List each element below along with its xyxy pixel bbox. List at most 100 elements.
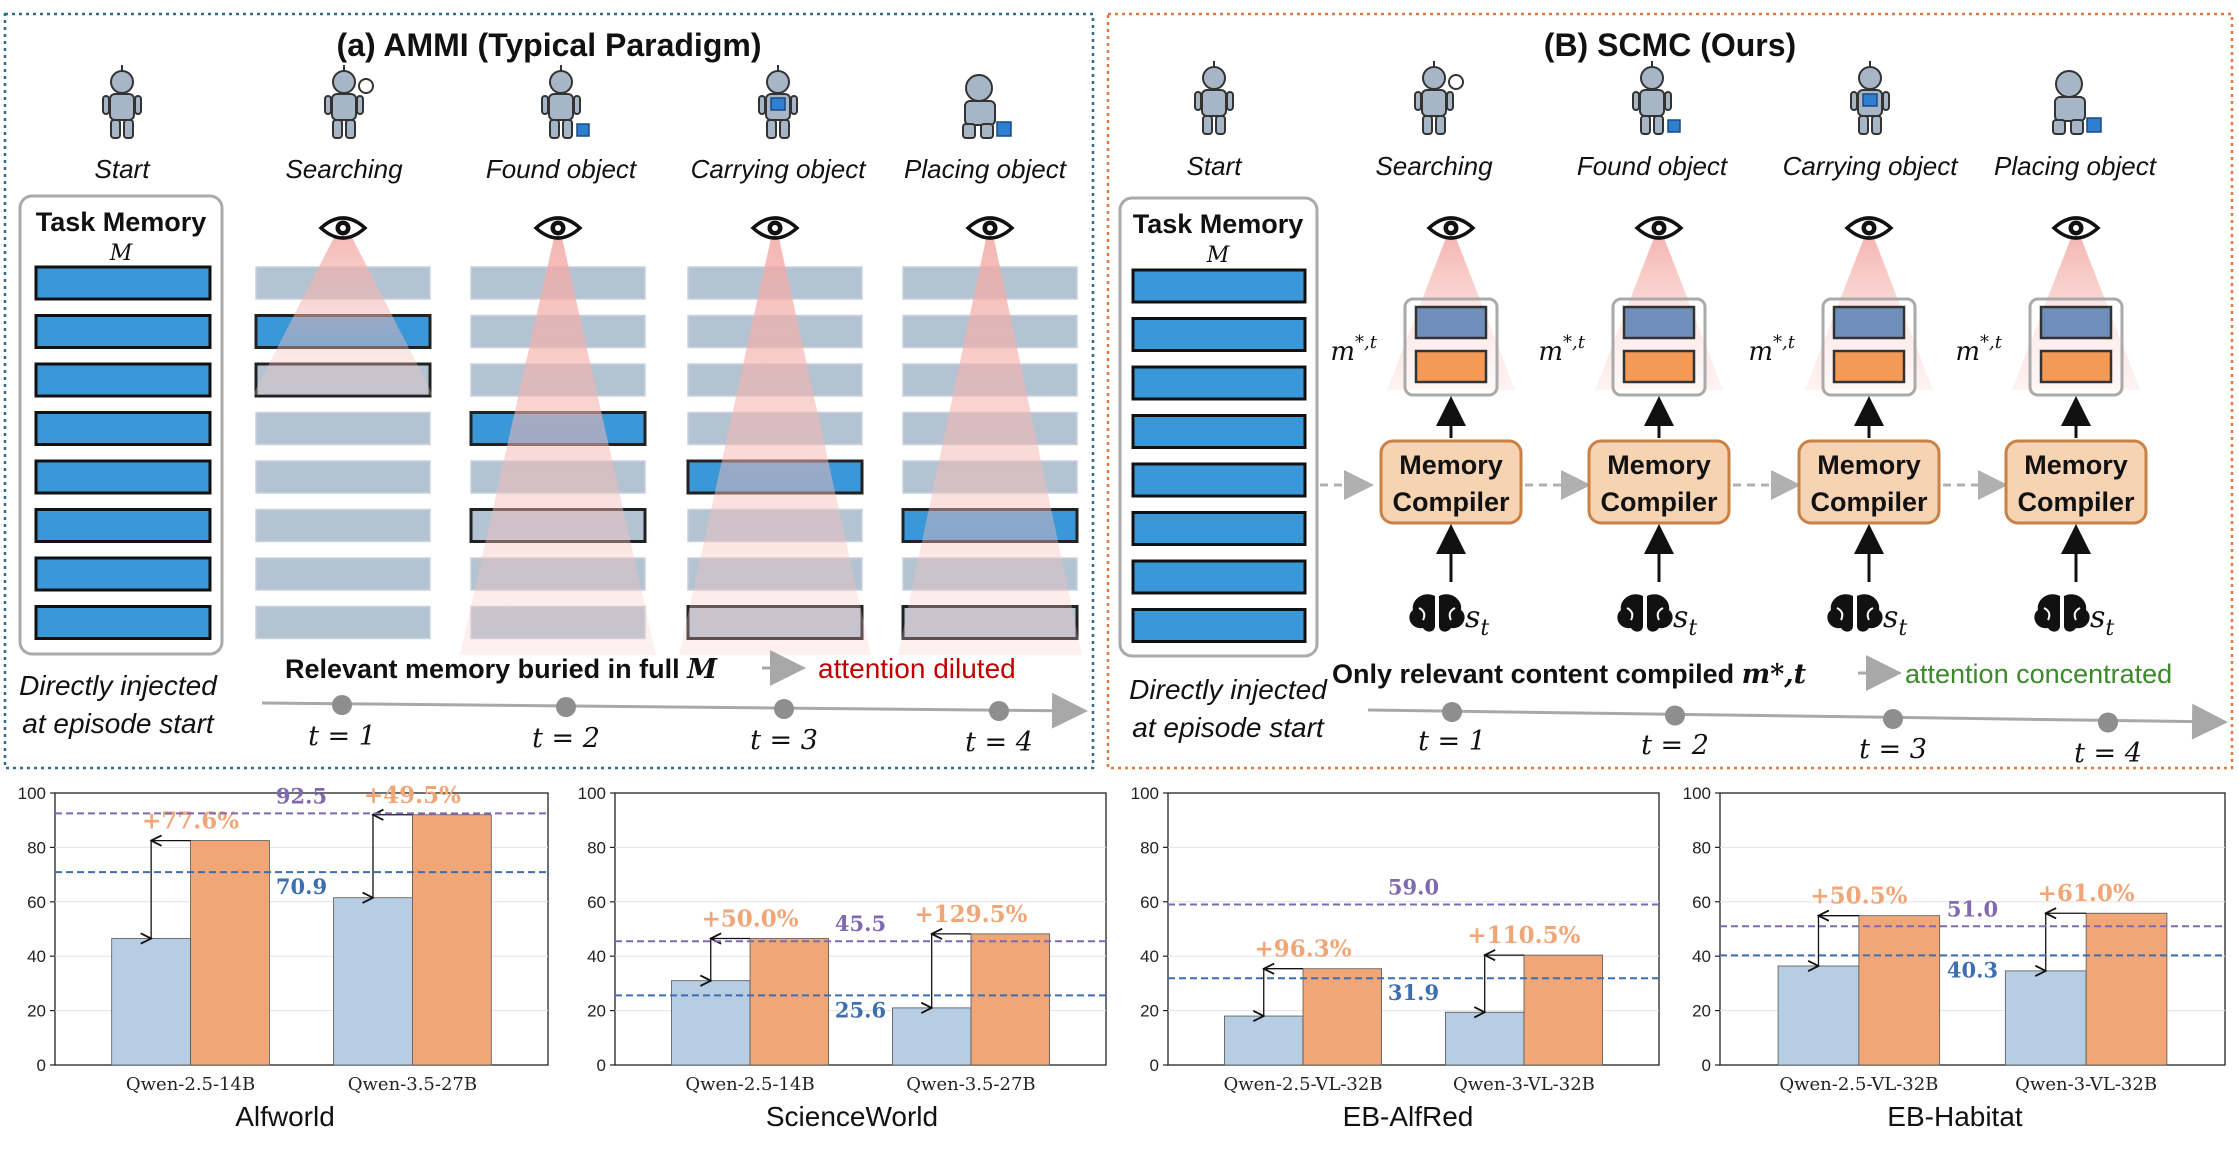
memory-row xyxy=(34,556,212,592)
eye-icon xyxy=(533,216,583,240)
gain-label: +61.0% xyxy=(2038,880,2135,907)
y-tick-label: 80 xyxy=(1140,838,1159,857)
eye-icon xyxy=(965,216,1015,240)
stage-label-b: Placing object xyxy=(1994,151,2158,181)
compiler-label-line2: Compiler xyxy=(2017,487,2135,517)
timestep-dot xyxy=(556,697,576,717)
y-tick-label: 80 xyxy=(1692,838,1711,857)
x-tick-label: Qwen-2.5-14B xyxy=(685,1074,814,1095)
bar-baseline xyxy=(2004,970,2087,1066)
timestep-dot xyxy=(2098,712,2118,733)
caption-b-result: attention concentrated xyxy=(1905,659,2172,689)
chart-title: EB-Habitat xyxy=(1887,1101,2023,1132)
caption-b-text: Only relevant content compiled xyxy=(1332,659,1742,689)
timestep-label: t = 3 xyxy=(1859,734,1927,765)
x-tick-label: Qwen-3-VL-32B xyxy=(1453,1074,1595,1095)
y-tick-label: 20 xyxy=(587,1002,606,1021)
compiler-label-line1: Memory xyxy=(1817,450,1921,480)
compiler-label-line2: Compiler xyxy=(1810,487,1928,517)
compiled-row-bottom xyxy=(1622,349,1696,384)
compiled-label: m*,t xyxy=(1955,332,2002,367)
robot-standing-icon xyxy=(102,65,142,139)
memory-row xyxy=(1131,462,1307,498)
reference-label: 25.6 xyxy=(835,997,886,1022)
y-tick-label: 40 xyxy=(587,947,606,966)
memory-rows-b xyxy=(1131,268,1307,643)
bar-ours xyxy=(1302,968,1382,1066)
robot-searching-icon xyxy=(1414,61,1464,135)
bar-ours xyxy=(412,814,492,1066)
memory-row-faded xyxy=(255,557,431,591)
brain-icon xyxy=(1409,594,1465,632)
panel-b-title: (B) SCMC (Ours) xyxy=(1544,27,1796,63)
y-tick-label: 40 xyxy=(1140,947,1159,966)
timestep-dot xyxy=(1442,702,1462,722)
memory-row xyxy=(1131,365,1307,401)
panel-a-border xyxy=(3,12,1095,770)
stage-label-b: Start xyxy=(1187,151,1244,181)
timestep-label: t = 4 xyxy=(2074,738,2142,769)
y-tick-label: 0 xyxy=(1702,1056,1711,1075)
memory-row xyxy=(1131,511,1307,546)
attention-cone xyxy=(679,220,871,655)
compiled-label: m*,t xyxy=(1748,332,1795,367)
memory-compiler-box xyxy=(1797,439,1941,525)
bar-ours xyxy=(190,840,270,1066)
chart-4: 020406080100Qwen-2.5-VL-32B+50.5%Qwen-3-… xyxy=(1683,784,2226,1132)
memory-row xyxy=(34,362,212,398)
bar-baseline xyxy=(111,938,191,1066)
bar-baseline xyxy=(1445,1011,1525,1066)
y-tick-label: 60 xyxy=(1692,893,1711,912)
eye-icon xyxy=(1634,216,1684,240)
stage-label-b: Searching xyxy=(1375,151,1493,181)
x-tick-label: Qwen-2.5-VL-32B xyxy=(1779,1074,1938,1095)
robot-carrying-cube-icon xyxy=(1850,61,1890,135)
state-label: st xyxy=(2090,600,2114,641)
state-label: st xyxy=(1465,600,1489,641)
y-tick-label: 60 xyxy=(27,893,46,912)
y-tick-label: 60 xyxy=(1140,893,1159,912)
eye-icon xyxy=(1426,216,1476,240)
y-tick-label: 100 xyxy=(18,784,46,803)
y-tick-label: 100 xyxy=(1683,784,1711,803)
panel-b-border xyxy=(1106,12,2234,770)
caption-a: Relevant memory buried in full M xyxy=(285,654,718,685)
caption-a-result: attention diluted xyxy=(818,653,1016,684)
results-charts: 020406080100Qwen-2.5-14B+77.6%Qwen-3.5-2… xyxy=(18,782,2226,1132)
bar-ours xyxy=(1858,915,1941,1066)
compiled-row-bottom xyxy=(1832,349,1906,384)
y-tick-label: 0 xyxy=(597,1056,606,1075)
bar-baseline xyxy=(1777,965,1860,1066)
attention-cone xyxy=(898,220,1082,655)
y-tick-label: 80 xyxy=(587,838,606,857)
timeline-a xyxy=(261,692,1088,729)
bar-baseline xyxy=(1224,1015,1304,1066)
y-tick-label: 60 xyxy=(587,893,606,912)
compiled-label: m*,t xyxy=(1330,332,1377,367)
x-tick-label: Qwen-2.5-VL-32B xyxy=(1223,1074,1382,1095)
timestep-label: t = 1 xyxy=(1418,726,1486,757)
task-memory-title-b: Task Memory xyxy=(1133,209,1304,239)
brain-icon xyxy=(1617,594,1673,632)
attention-cone xyxy=(460,220,656,655)
memory-row xyxy=(34,459,212,495)
state-label: st xyxy=(1673,600,1697,641)
memory-row xyxy=(1131,317,1307,352)
eye-icon xyxy=(750,216,800,240)
caption-a-text: Relevant memory buried in full xyxy=(285,654,687,684)
note-line1-b: Directly injected xyxy=(1129,674,1328,705)
state-label: st xyxy=(1883,600,1907,641)
compiled-row-top xyxy=(1622,305,1696,340)
memory-row xyxy=(34,605,212,640)
compiler-label-line2: Compiler xyxy=(1392,487,1510,517)
memory-row-faded xyxy=(255,411,431,446)
x-tick-label: Qwen-3.5-27B xyxy=(348,1074,477,1095)
y-tick-label: 80 xyxy=(27,838,46,857)
robot-carrying-cube-icon xyxy=(758,65,798,139)
compiled-row-top xyxy=(1832,305,1906,340)
chart-title: ScienceWorld xyxy=(766,1101,938,1132)
